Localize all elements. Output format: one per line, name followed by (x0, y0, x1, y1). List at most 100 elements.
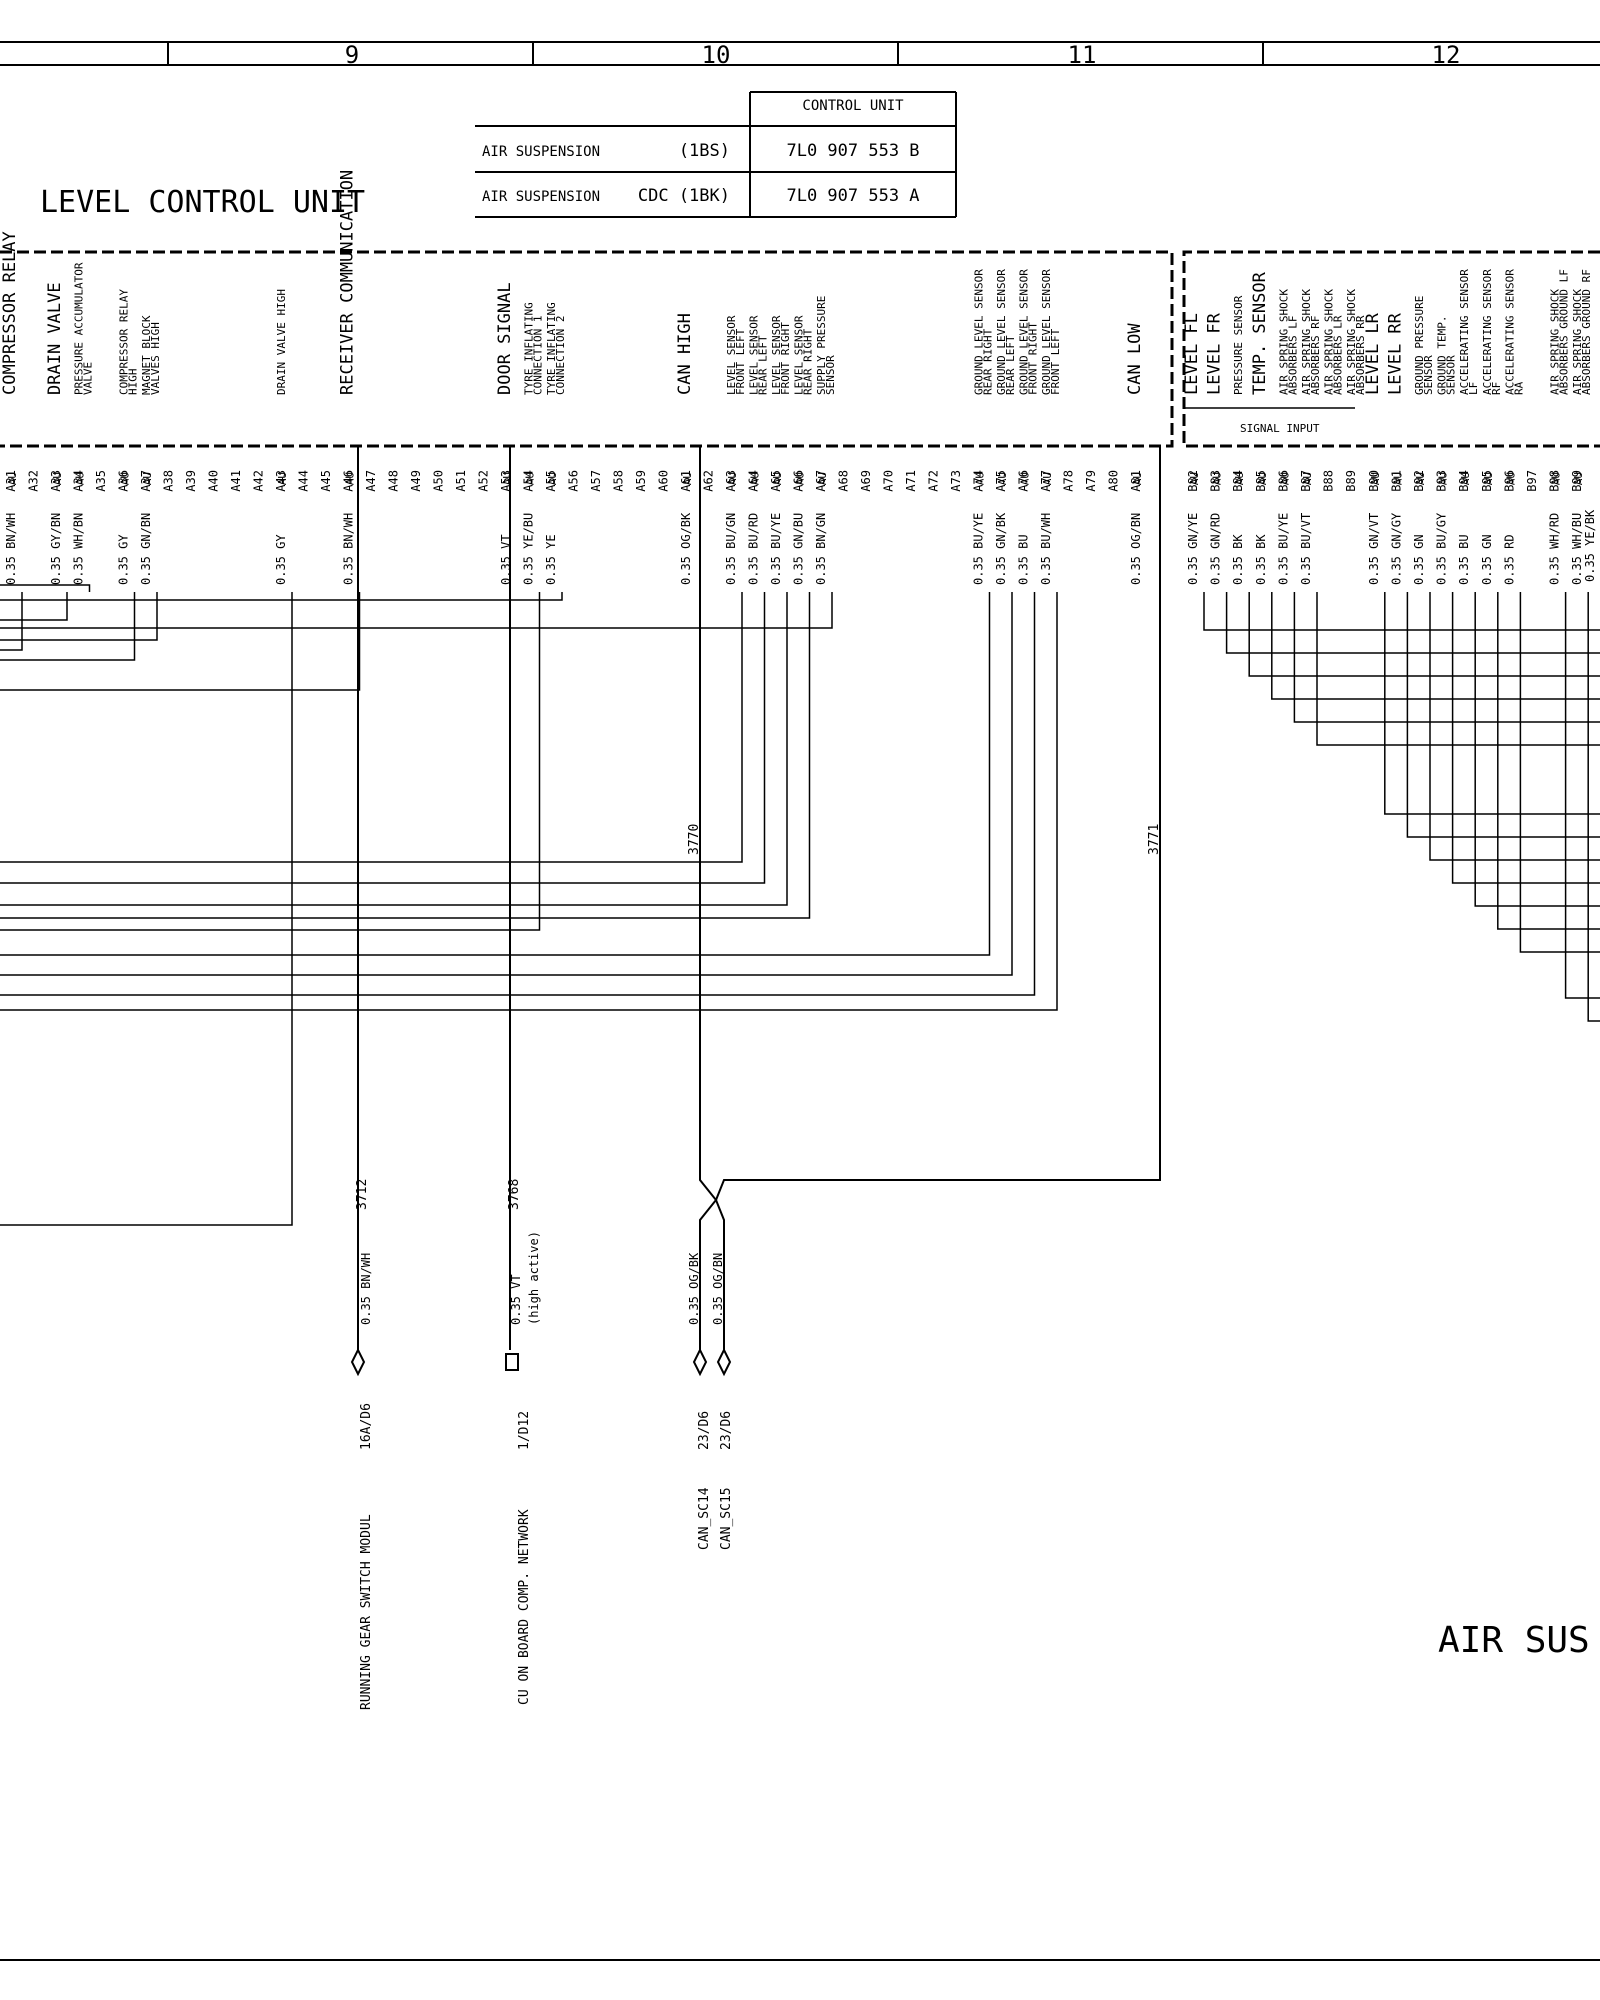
au-marker: AU (996, 472, 1009, 485)
pin-label: A31 (4, 470, 18, 492)
pin-label: A41 (229, 470, 243, 492)
wire-label: 0.35 OG/BK (679, 512, 693, 585)
function-label: ACCELERATING SENSOR (1458, 269, 1471, 395)
pin-label: B95 (1480, 470, 1494, 492)
wire-label: 0.35 YE/BU (522, 513, 536, 585)
pin-label: A80 (1107, 470, 1121, 492)
wire-label: 0.35 GN (1412, 534, 1426, 585)
function-label: RECEIVER COMMUNICATION (338, 170, 358, 395)
au-marker: AU (771, 472, 784, 485)
pin-label: A48 (387, 470, 401, 492)
wire-label: 0.35 WH/RD (1548, 513, 1562, 585)
pin-label: A67 (814, 470, 828, 492)
pin-label: A60 (657, 470, 671, 492)
wire-run (0, 592, 563, 601)
wire-label: 0.35 OG/BN (1129, 513, 1143, 585)
pin-label: A73 (949, 470, 963, 492)
wires (0, 584, 1600, 1226)
zone-label: 9 (345, 41, 359, 69)
au-marker: AU (726, 472, 739, 485)
au-marker: AU (141, 472, 154, 485)
wire-label: 0.35 BU (1457, 534, 1471, 585)
function-label: SENSOR (824, 355, 837, 395)
pin-label: A70 (882, 470, 896, 492)
wire-run (0, 592, 23, 651)
pin-label: A32 (27, 470, 41, 492)
wire-label: 0.35 BK (1231, 534, 1245, 585)
pin-label: B86 (1276, 470, 1290, 492)
function-label: CONNECTION 2 (554, 316, 567, 395)
control-unit-box (0, 250, 1600, 448)
function-label: LEVEL SENSOR (770, 315, 783, 395)
output-note: (high active) (527, 1231, 541, 1325)
function-label: GROUND PRESSURE (1413, 296, 1426, 395)
wire-run (1429, 592, 1600, 861)
connector-symbol (716, 1347, 732, 1377)
pin-label: B83 (1209, 470, 1223, 492)
wire-label: 0.35 BN/WH (4, 513, 18, 585)
function-label: SUPPLY PRESSURE (815, 296, 828, 395)
wire-label: 0.35 BU/RD (747, 513, 761, 585)
au-marker: AU (681, 472, 694, 485)
table-row-part: 7L0 907 553 A (786, 186, 919, 206)
pin-label: A54 (522, 470, 536, 492)
wire-label: 0.35 YE/BK (1583, 509, 1597, 582)
wire-run (1406, 592, 1600, 838)
function-label: LEVEL RR (1385, 312, 1405, 395)
connector-label: 23/D6 (719, 1411, 734, 1450)
pin-label: B98 (1548, 470, 1562, 492)
wire-run (1203, 592, 1600, 631)
zone-label: 10 (702, 41, 731, 69)
wire-label: 0.35 RD (1502, 534, 1516, 585)
pin-label: A59 (634, 470, 648, 492)
au-marker: AU (1459, 472, 1472, 485)
function-label: PRESSURE SENSOR (1232, 295, 1245, 395)
function-label: ABSORBERS LF (1286, 316, 1299, 395)
function-label: TYRE INFLATING (545, 302, 558, 395)
au-marker: AU (1233, 472, 1246, 485)
function-label: LEVEL SENSOR (748, 315, 761, 395)
pin-label: A39 (184, 470, 198, 492)
table-row-label: AIR SUSPENSION (482, 144, 600, 160)
pin-label: A36 (117, 470, 131, 492)
au-marker: AU (974, 472, 987, 485)
destination-label: CAN_SC15 (719, 1487, 734, 1550)
zone-labels: 9 10 11 12 (345, 41, 1461, 69)
connector-symbol (692, 1347, 708, 1377)
pin-label: A38 (162, 470, 176, 492)
table-row-label: AIR SUSPENSION (482, 189, 600, 205)
au-marker: AU (524, 472, 537, 485)
wire-run (1451, 592, 1600, 884)
connector-label: 23/D6 (697, 1411, 712, 1450)
function-label: FRONT RIGHT (779, 322, 792, 395)
pin-label: B91 (1389, 470, 1403, 492)
wire-label: 0.35 GN/RD (1209, 513, 1223, 585)
wire-label: 0.35 GN/YE (1186, 513, 1200, 585)
wire-run (0, 592, 788, 906)
au-marker: AU (546, 472, 559, 485)
au-marker: AU (1437, 472, 1450, 485)
pin-label: A58 (612, 470, 626, 492)
footer-title: AIR SUS (1438, 1620, 1590, 1661)
wire-run (1248, 592, 1600, 677)
function-label: REAR RIGHT (982, 328, 995, 395)
wire-run (0, 592, 766, 884)
function-label: AIR SPRING SHOCK (1571, 289, 1584, 395)
function-label: CONNECTION 1 (532, 316, 545, 395)
pin-label: A62 (702, 470, 716, 492)
pin-label: A71 (904, 470, 918, 492)
connector-symbol (505, 1353, 519, 1371)
wire-label: 0.35 GN/BN (139, 513, 153, 585)
drawing-frame (0, 41, 1600, 1961)
wire-run (0, 592, 136, 661)
wire-run (0, 592, 158, 641)
pin-label: B99 (1570, 470, 1584, 492)
pin-label: A77 (1039, 470, 1053, 492)
wire-run (1474, 592, 1600, 907)
wire-run (0, 592, 811, 919)
wire-run (0, 592, 991, 956)
wire-run (1384, 592, 1600, 815)
wire-label: 0.35 BU/GN (724, 513, 738, 585)
table-row-variant: (1BS) (679, 141, 730, 161)
